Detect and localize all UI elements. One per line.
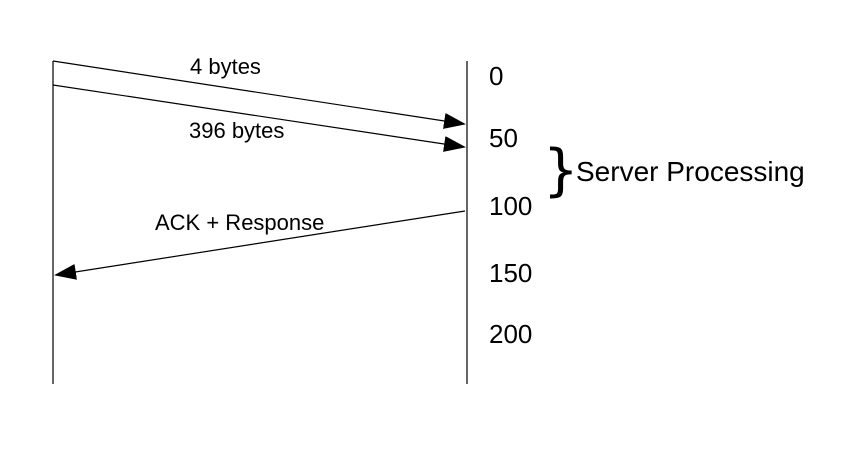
time-tick-0: 0	[489, 61, 503, 91]
time-tick-50: 50	[489, 123, 518, 153]
message-label-4-bytes: 4 bytes	[190, 54, 261, 79]
message-label-396-bytes: 396 bytes	[189, 118, 284, 143]
server-processing-label: Server Processing	[576, 156, 805, 187]
time-tick-150: 150	[489, 258, 532, 288]
processing-brace: }	[543, 138, 579, 203]
message-arrow-4-bytes	[52, 60, 466, 129]
message-label-ack-response: ACK + Response	[155, 210, 324, 235]
message-arrow-396-bytes	[52, 84, 466, 152]
time-tick-200: 200	[489, 319, 532, 349]
time-tick-100: 100	[489, 191, 532, 221]
message-arrow-ack-response	[54, 210, 466, 280]
